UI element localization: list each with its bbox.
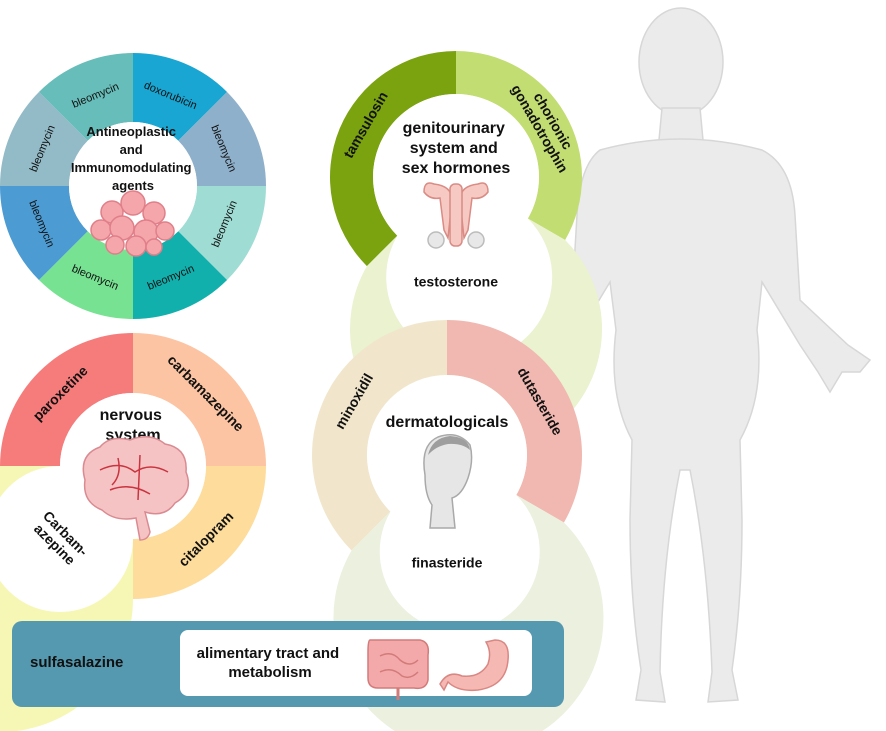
antineoplastic-segment-1	[133, 53, 228, 141]
antineoplastic-segment-7	[0, 91, 88, 186]
genitourinary-segment-label-2: testosterone	[414, 273, 498, 289]
genitourinary-segment-1	[456, 51, 582, 240]
antineoplastic-title: Antineoplastic and Immunomodulating agen…	[71, 124, 195, 193]
alimentary-title: alimentary tract and metabolism	[197, 645, 344, 681]
head-profile-icon	[423, 434, 473, 529]
antineoplastic-segment-5	[38, 231, 133, 319]
dermatologicals-title: dermatologicals	[386, 414, 509, 431]
dermatologicals-segment-label-2: finasteride	[412, 554, 483, 570]
antineoplastic-center	[69, 122, 197, 250]
nervous-segment-1	[133, 333, 266, 466]
antineoplastic-segment-2	[178, 91, 266, 186]
dermatologicals-segment-1	[447, 320, 582, 523]
genitourinary-title: genitourinary system and sex hormones	[402, 120, 511, 177]
antineoplastic-segment-0	[38, 53, 133, 141]
genitourinary-segment-0	[330, 51, 456, 267]
brain-icon	[82, 436, 190, 541]
antineoplastic-segment-6	[0, 186, 88, 281]
antineoplastic-segment-3	[178, 186, 266, 281]
alimentary-banner: sulfasalazine alimentary tract and metab…	[12, 621, 564, 707]
intestine-icon	[367, 639, 430, 700]
nervous-segment-2	[133, 466, 266, 599]
reproductive-organs-icon	[423, 182, 489, 249]
dermatologicals-segment-0	[312, 320, 447, 551]
genitourinary-center	[373, 94, 539, 260]
nervous-segment-0	[0, 333, 133, 466]
human-body-silhouette	[500, 7, 872, 703]
sulfasalazine-label: sulfasalazine	[30, 654, 123, 671]
stomach-icon	[439, 639, 509, 692]
cancer-cells-icon	[90, 190, 175, 257]
